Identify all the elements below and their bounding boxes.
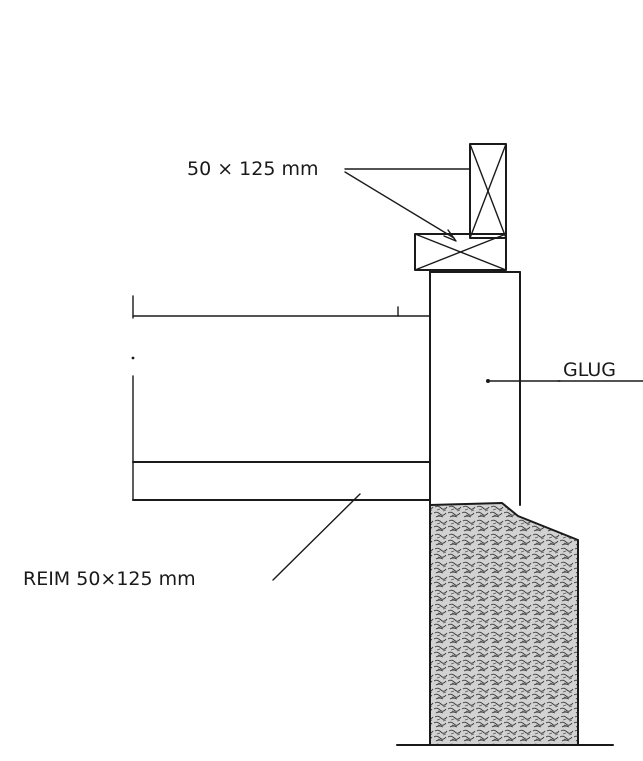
plate-timber (414, 233, 507, 271)
joist-lines (131, 295, 431, 501)
stone-foundation (429, 501, 579, 746)
right-label: GLUG (563, 359, 616, 381)
top-dimension-label: 50 × 125 mm (187, 158, 319, 180)
bottom-label: REIM 50×125 mm (23, 568, 196, 590)
upright-timber (469, 143, 507, 239)
wall-post (429, 269, 561, 506)
leader-lines (272, 168, 643, 581)
